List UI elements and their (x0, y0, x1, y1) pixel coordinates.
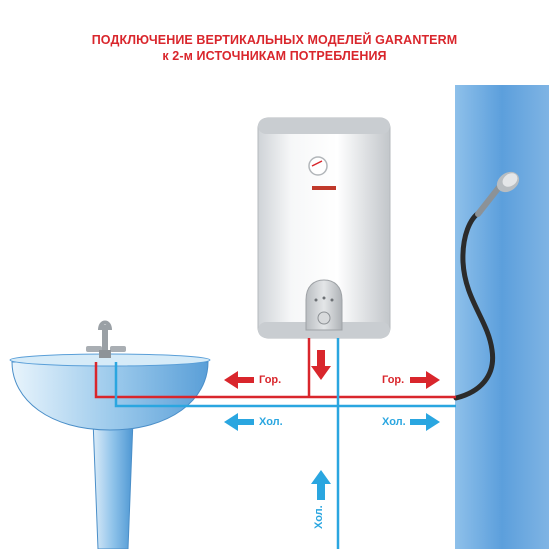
hot-right-arrow (410, 371, 440, 389)
cold-water-pipe (114, 362, 456, 408)
cold-inlet-label: Хол. (313, 505, 325, 529)
water-heater-icon (257, 117, 391, 339)
cold-right-arrow (410, 413, 440, 431)
hot-water-pipe (94, 362, 456, 399)
title-line-2: к 2-м ИСТОЧНИКАМ ПОТРЕБЛЕНИЯ (162, 49, 387, 63)
hot-left-label: Гор. (259, 374, 282, 386)
wall (455, 85, 549, 549)
sink-pedestal (92, 419, 134, 549)
hot-left-arrow (224, 371, 254, 389)
cold-up-arrow (311, 470, 331, 500)
shower-hose-icon (453, 209, 496, 401)
cold-right-label: Хол. (382, 416, 406, 428)
hot-down-arrow (311, 350, 331, 380)
cold-left-arrow (224, 413, 254, 431)
sink-icon (9, 353, 211, 431)
hot-right-label: Гор. (382, 374, 405, 386)
shower-head-icon (475, 171, 520, 217)
faucet-icon (86, 320, 126, 358)
cold-left-label: Хол. (259, 416, 283, 428)
title-line-1: ПОДКЛЮЧЕНИЕ ВЕРТИКАЛЬНЫХ МОДЕЛЕЙ GARANTE… (91, 33, 458, 47)
